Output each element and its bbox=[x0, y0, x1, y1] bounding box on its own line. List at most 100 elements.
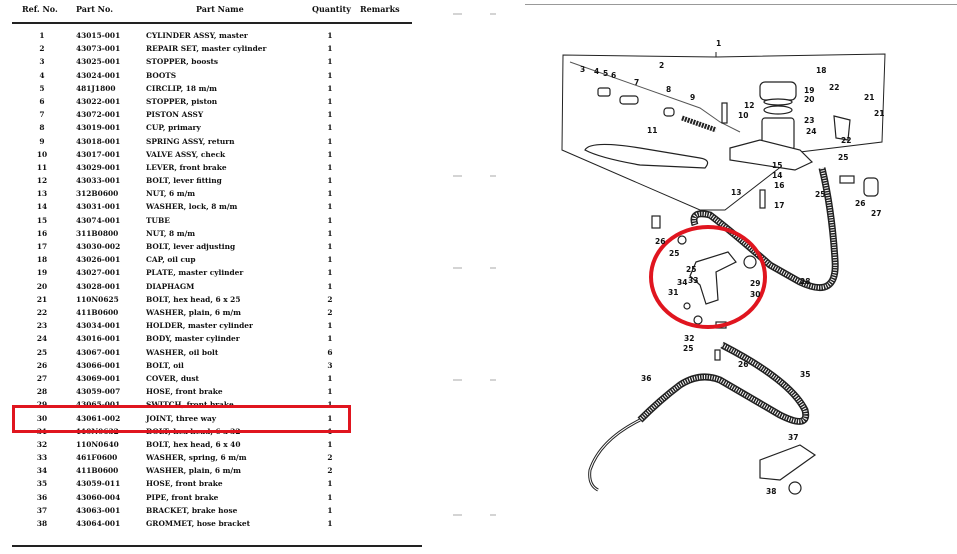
callout-3: 3 bbox=[580, 65, 585, 74]
callout-11: 11 bbox=[647, 126, 657, 135]
ref-no-cell: 36 bbox=[36, 492, 48, 502]
quantity-cell: 1 bbox=[327, 162, 333, 172]
holder bbox=[833, 115, 851, 141]
ref-no-cell: 27 bbox=[36, 373, 48, 383]
callout-22: 22 bbox=[829, 83, 839, 92]
callout-6: 6 bbox=[611, 71, 616, 80]
ref-no-cell: 23 bbox=[36, 321, 48, 331]
ref-no-cell: 26 bbox=[36, 360, 48, 370]
callout-8: 8 bbox=[666, 85, 671, 94]
callout-34: 34 bbox=[677, 278, 687, 287]
header-part-name: Part Name bbox=[196, 4, 244, 14]
callout-1: 1 bbox=[716, 39, 721, 48]
part-no-cell: 43074-001 bbox=[76, 215, 121, 225]
ref-no-cell: 14 bbox=[36, 202, 48, 212]
part-no-cell: 43022-001 bbox=[76, 96, 121, 106]
part-name-cell: BOLT, hex head, 6 x 25 bbox=[146, 294, 241, 304]
quantity-cell: 1 bbox=[327, 373, 333, 383]
ref-no-cell: 18 bbox=[36, 255, 48, 265]
part-no-cell: 481J1800 bbox=[76, 83, 116, 93]
part-name-cell: SWITCH, front brake bbox=[146, 400, 234, 410]
ref-no-cell: 12 bbox=[36, 176, 48, 186]
quantity-cell: 2 bbox=[327, 466, 333, 476]
part-name-cell: BOLT, oil bbox=[146, 360, 184, 370]
quantity-cell: 1 bbox=[327, 387, 333, 397]
ref-no-cell: 24 bbox=[36, 334, 48, 344]
part-name-cell: PIPE, front brake bbox=[146, 492, 219, 502]
quantity-cell: 1 bbox=[327, 149, 333, 159]
part-name-cell: HOSE, front brake bbox=[146, 479, 223, 489]
callout-25: 25 bbox=[669, 249, 679, 258]
brake-hoses bbox=[588, 167, 839, 492]
quantity-cell: 1 bbox=[327, 479, 333, 489]
callout-21: 21 bbox=[864, 93, 874, 102]
part-no-cell: 43034-001 bbox=[76, 321, 121, 331]
part-no-cell: 43069-001 bbox=[76, 373, 121, 383]
callout-10: 10 bbox=[738, 111, 748, 120]
part-no-cell: 43059-011 bbox=[76, 479, 121, 489]
quantity-cell: 1 bbox=[327, 110, 333, 120]
quantity-cell: 1 bbox=[327, 57, 333, 67]
ref-no-cell: 33 bbox=[36, 453, 48, 463]
ref-no-cell: 3 bbox=[39, 57, 45, 67]
table-row: 27 43069-001 COVER, dust 1 bbox=[0, 372, 420, 385]
part-no-cell: 110N0640 bbox=[76, 439, 119, 449]
ref-no-cell: 13 bbox=[36, 189, 48, 199]
callout-9: 9 bbox=[690, 93, 695, 102]
three-way-joint bbox=[689, 251, 737, 305]
part-no-cell: 43016-001 bbox=[76, 334, 121, 344]
part-name-cell: NUT, 8 m/m bbox=[146, 228, 196, 238]
hose-bracket bbox=[759, 444, 817, 481]
part-no-cell: 43029-001 bbox=[76, 162, 121, 172]
quantity-cell: 6 bbox=[327, 347, 333, 357]
brake-switch bbox=[743, 255, 757, 269]
part-no-cell: 43031-001 bbox=[76, 202, 121, 212]
callout-15: 15 bbox=[772, 161, 782, 170]
part-no-cell: 110N0625 bbox=[76, 294, 119, 304]
callout-13: 13 bbox=[731, 188, 741, 197]
part-name-cell: COVER, dust bbox=[146, 373, 199, 383]
ref-no-cell: 38 bbox=[36, 519, 48, 529]
ref-no-cell: 30 bbox=[36, 413, 48, 423]
footer-divider bbox=[12, 545, 422, 547]
page-top-line bbox=[525, 4, 957, 5]
callout-35: 35 bbox=[800, 370, 810, 379]
quantity-cell: 1 bbox=[327, 334, 333, 344]
ref-no-cell: 5 bbox=[39, 83, 45, 93]
ref-no-cell: 16 bbox=[36, 228, 48, 238]
part-name-cell: SPRING ASSY, return bbox=[146, 136, 235, 146]
brake-lever bbox=[584, 143, 709, 169]
ref-no-cell: 1 bbox=[39, 31, 45, 40]
part-no-cell: 43063-001 bbox=[76, 505, 121, 515]
part-no-cell: 43030-002 bbox=[76, 242, 121, 252]
part-no-cell: 411B0600 bbox=[76, 307, 119, 317]
quantity-cell: 2 bbox=[327, 294, 333, 304]
ref-no-cell: 19 bbox=[36, 268, 48, 278]
part-name-cell: STOPPER, piston bbox=[146, 96, 218, 106]
quantity-cell: 1 bbox=[327, 215, 333, 225]
quantity-cell: 1 bbox=[327, 31, 333, 40]
quantity-cell: 3 bbox=[327, 360, 333, 370]
callout-2: 2 bbox=[659, 61, 664, 70]
callout-36: 36 bbox=[641, 374, 651, 383]
highlight-box-row-30 bbox=[12, 405, 351, 433]
part-name-cell: GROMMET, hose bracket bbox=[146, 519, 251, 529]
callout-20: 20 bbox=[804, 95, 814, 104]
header-ref-no: Ref. No. bbox=[22, 4, 58, 14]
